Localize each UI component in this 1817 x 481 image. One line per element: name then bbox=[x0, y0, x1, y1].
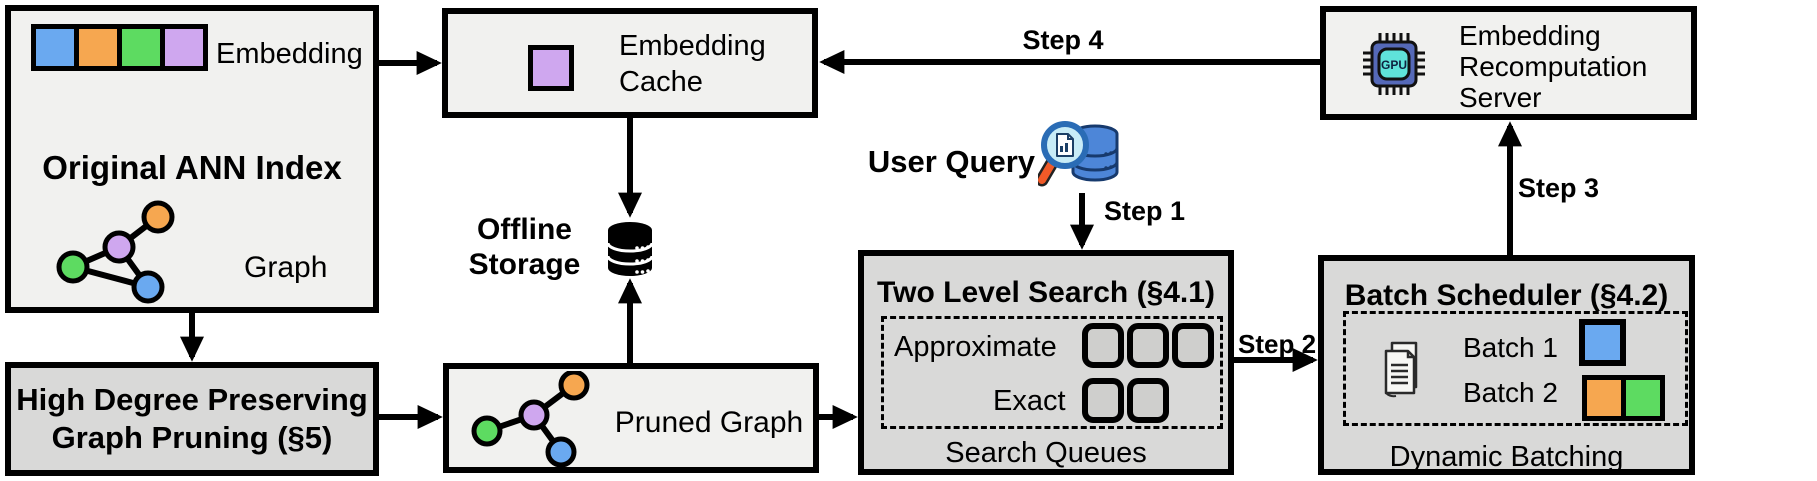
ann-index-title: Original ANN Index bbox=[42, 149, 342, 186]
graph-pruning-title-line2: Graph Pruning (§5) bbox=[51, 420, 333, 455]
batch2-label: Batch 2 bbox=[1463, 377, 1558, 408]
batch1-color-square bbox=[1579, 319, 1626, 366]
offline-storage-label-line1: Offline bbox=[477, 213, 572, 246]
batch2-color-squares bbox=[1582, 375, 1665, 421]
pruned-graph-icon bbox=[471, 371, 590, 468]
pruned-graph-box: Pruned Graph bbox=[443, 363, 819, 473]
gpu-chip-icon: GPU bbox=[1363, 33, 1425, 95]
embedding-cell-purple bbox=[165, 29, 203, 66]
step2-label: Step 2 bbox=[1238, 329, 1317, 359]
two-level-search-box: Two Level Search (§4.1) Approximate Exac… bbox=[858, 250, 1234, 475]
step3-label: Step 3 bbox=[1518, 173, 1600, 203]
dynamic-batching-caption: Dynamic Batching bbox=[1389, 441, 1624, 473]
recomputation-server-box: GPU Embedding Recomputation Server bbox=[1320, 6, 1697, 120]
pruned-graph-label: Pruned Graph bbox=[614, 406, 804, 439]
server-label-line2: Recomputation bbox=[1459, 51, 1648, 82]
graph-pruning-title-line1: High Degree Preserving bbox=[16, 382, 368, 417]
exact-queue-slots bbox=[1082, 378, 1169, 423]
dynamic-batching-dashed-region bbox=[1343, 311, 1688, 426]
gpu-chip-label: GPU bbox=[1381, 58, 1407, 72]
original-graph-icon bbox=[56, 200, 175, 304]
batch2-square-green bbox=[1626, 380, 1660, 416]
step4-label: Step 4 bbox=[1022, 25, 1104, 55]
database-icon bbox=[606, 222, 654, 276]
original-ann-index-box: Embedding Original ANN Index Graph bbox=[5, 5, 379, 313]
embedding-cell-green bbox=[122, 29, 160, 66]
user-query-label: User Query bbox=[867, 144, 1035, 179]
documents-icon bbox=[1384, 341, 1418, 398]
embedding-vector-icon bbox=[31, 24, 208, 71]
graph-pruning-box: High Degree Preserving Graph Pruning (§5… bbox=[5, 362, 379, 476]
approximate-queue-slots bbox=[1082, 323, 1214, 368]
cache-label-line1: Embedding bbox=[619, 30, 766, 62]
graph-label: Graph bbox=[244, 251, 328, 284]
queue-slot bbox=[1082, 323, 1124, 368]
queue-slot bbox=[1127, 323, 1169, 368]
batch-scheduler-box: Batch Scheduler (§4.2) Batch 1 Batch 2 D… bbox=[1318, 255, 1695, 475]
server-label-line1: Embedding bbox=[1459, 20, 1601, 51]
step1-label: Step 1 bbox=[1104, 196, 1186, 226]
embedding-cache-box: Embedding Cache bbox=[442, 8, 818, 118]
search-queues-caption: Search Queues bbox=[945, 437, 1147, 469]
search-queues-dashed-region bbox=[881, 316, 1223, 429]
embedding-cell-blue bbox=[36, 29, 74, 66]
cached-embedding-square-icon bbox=[528, 45, 574, 91]
query-document-glyph bbox=[1056, 133, 1074, 157]
batch2-square-orange bbox=[1587, 380, 1621, 416]
exact-label: Exact bbox=[993, 385, 1066, 417]
batch-scheduler-title: Batch Scheduler (§4.2) bbox=[1344, 279, 1669, 312]
query-magnifier-database-icon bbox=[1038, 121, 1119, 187]
batch1-label: Batch 1 bbox=[1463, 332, 1558, 363]
two-level-search-title: Two Level Search (§4.1) bbox=[877, 276, 1215, 309]
queue-slot bbox=[1127, 378, 1169, 423]
offline-storage-label-line2: Storage bbox=[468, 248, 581, 281]
queue-slot bbox=[1172, 323, 1214, 368]
server-label-line3: Server bbox=[1459, 82, 1542, 113]
queue-slot bbox=[1082, 378, 1124, 423]
approximate-label: Approximate bbox=[894, 331, 1057, 363]
embedding-label: Embedding bbox=[216, 38, 363, 70]
embedding-cell-orange bbox=[79, 29, 117, 66]
cache-label-line2: Cache bbox=[619, 66, 703, 98]
